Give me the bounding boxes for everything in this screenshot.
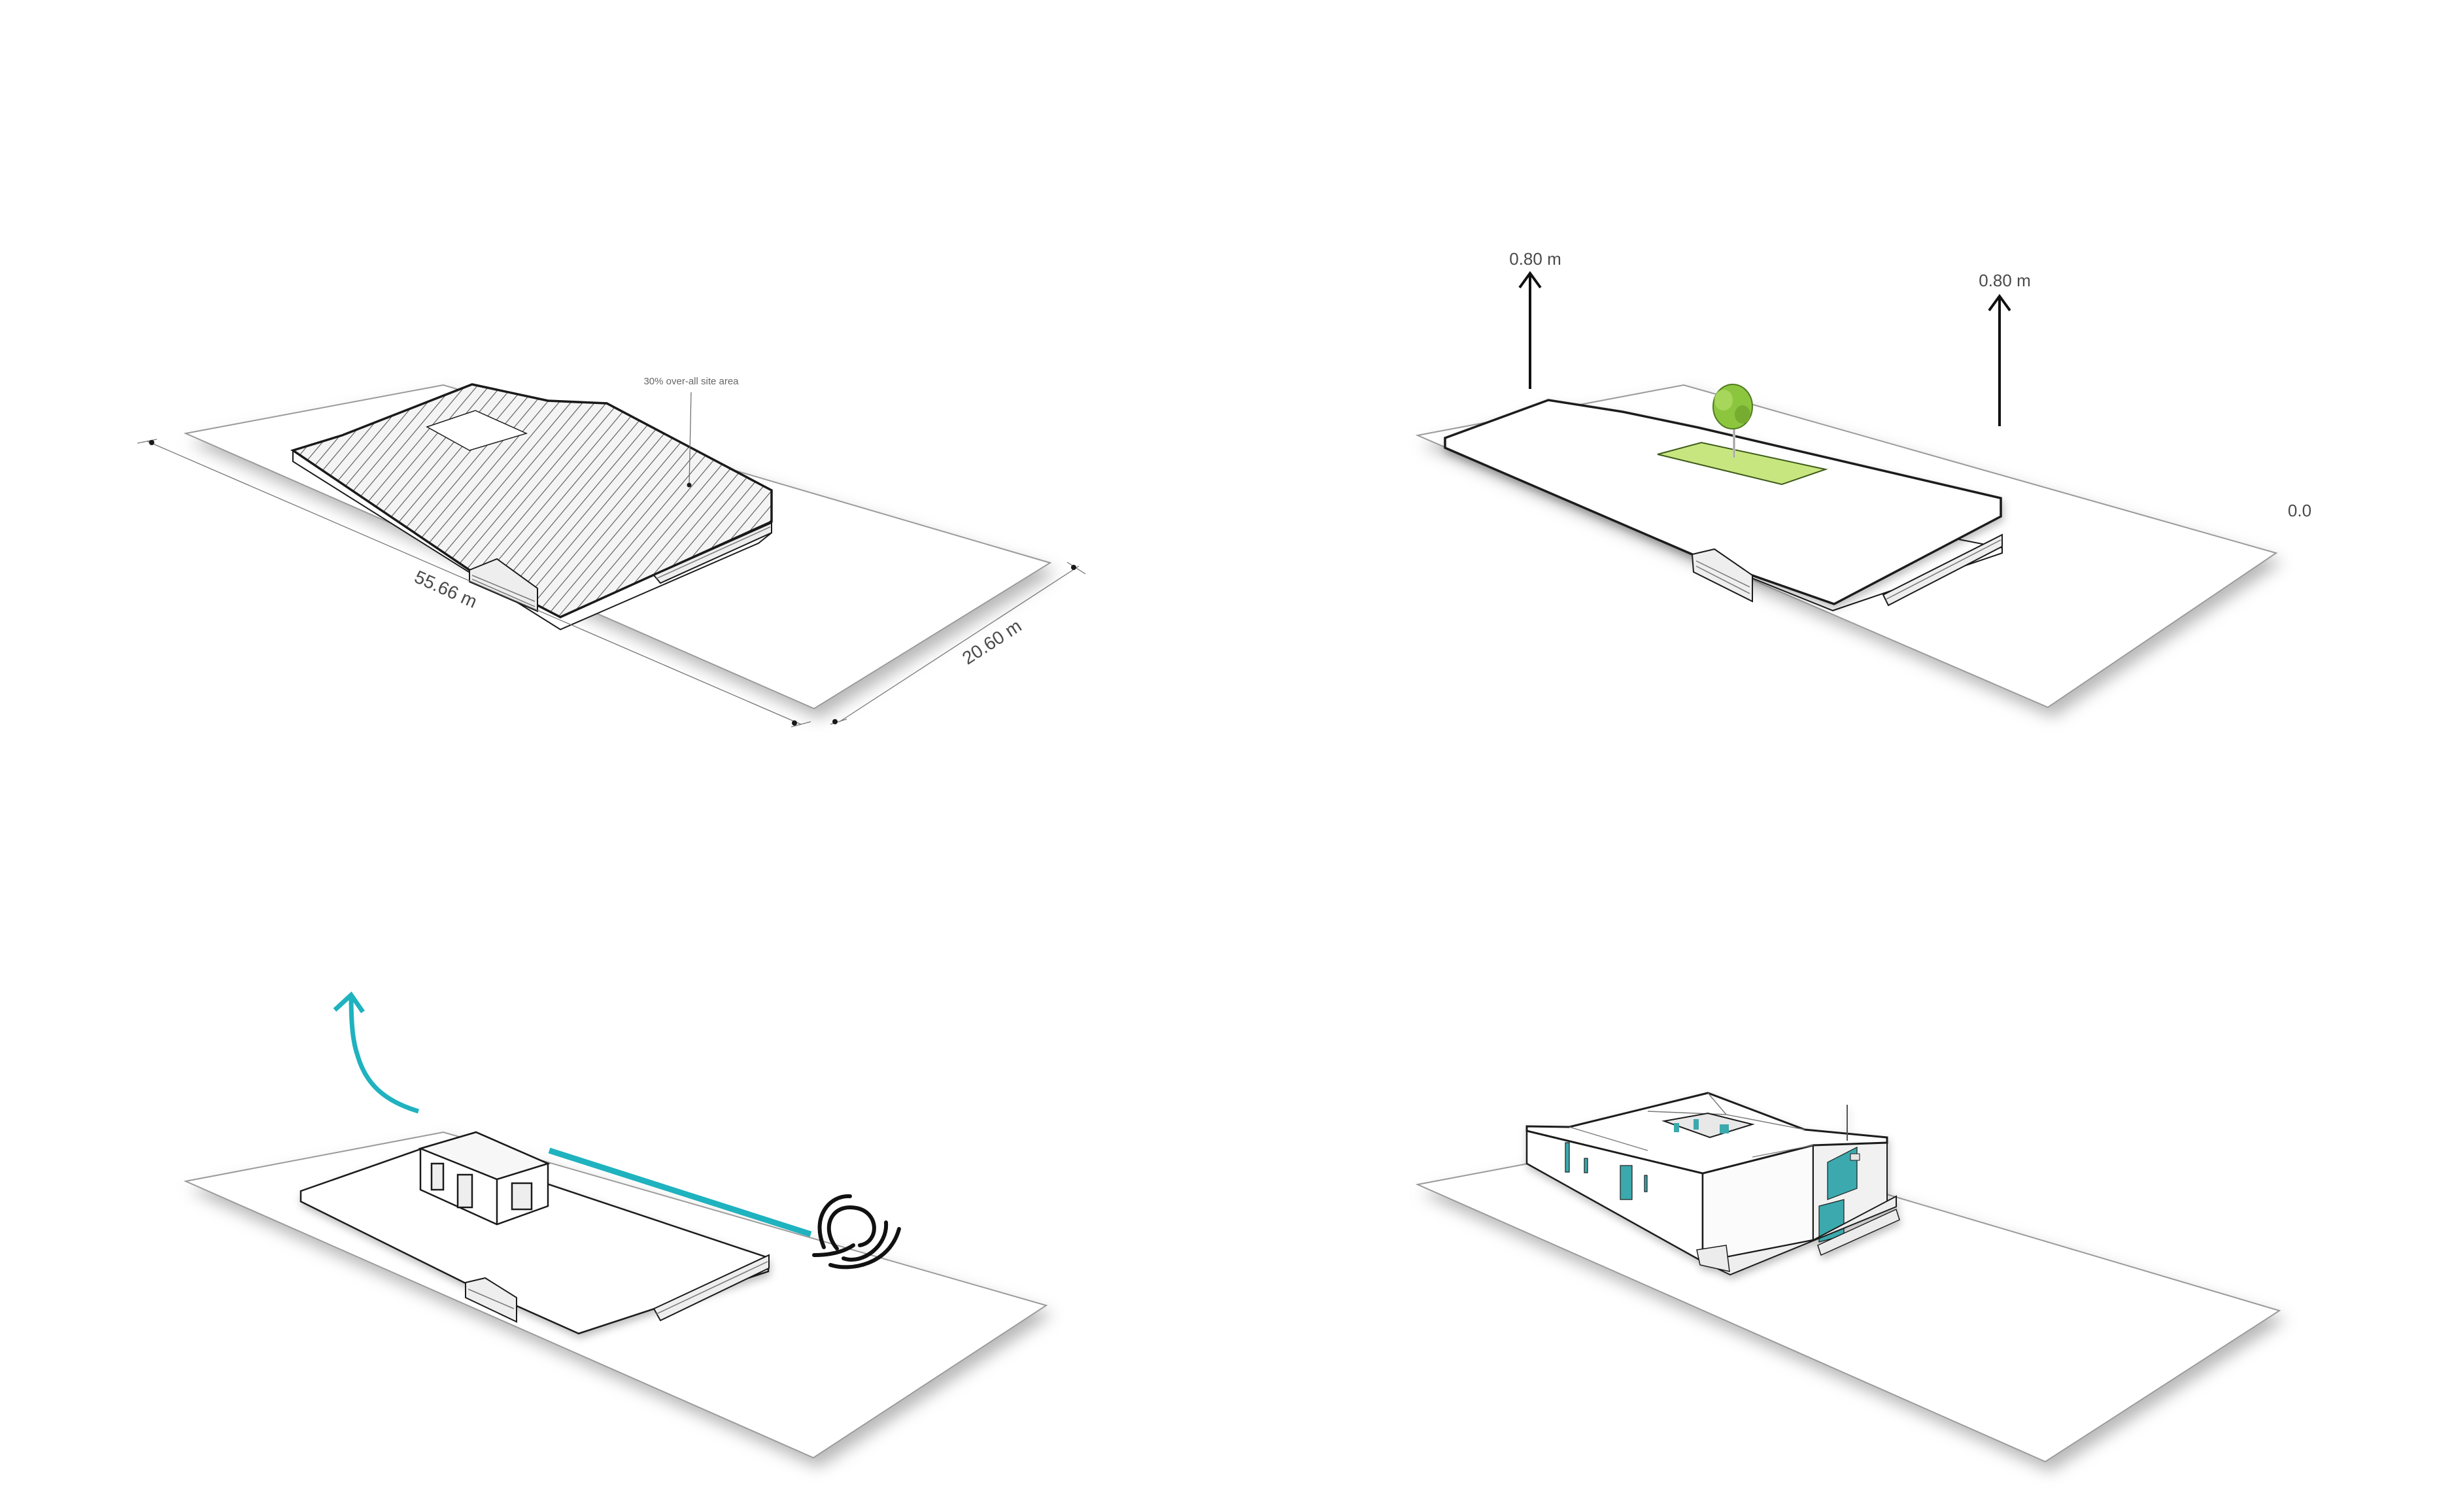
elevation-arrow-left xyxy=(1518,271,1542,389)
plinth xyxy=(1700,1195,1897,1276)
panel-raised-plinth: 0.80 m 0.80 m 0.0 xyxy=(1415,249,2311,709)
stack-exhaust-arrow xyxy=(333,991,420,1114)
wall-frame-massing xyxy=(418,1131,551,1226)
plinth-top xyxy=(1444,399,2002,605)
elevation-label-right: 0.80 m xyxy=(1979,271,2031,290)
site-area-annotation: 30% over-all site area xyxy=(643,376,739,387)
wall-vent xyxy=(1850,1153,1860,1161)
wind-swirl-icon xyxy=(812,1194,901,1269)
tree-icon xyxy=(1712,384,1753,458)
elevation-arrow-right xyxy=(1988,294,2011,426)
entrance-steps xyxy=(465,1254,770,1323)
courtyard-lawn xyxy=(1657,441,1828,486)
roof-courtyard-opening xyxy=(1661,1112,1755,1139)
elevation-label-left: 0.80 m xyxy=(1509,249,1561,269)
panel-wind-ventilation xyxy=(183,991,1048,1459)
width-dimension: 20.60 m xyxy=(959,615,1025,668)
panel-site-coverage: 30% over-all site area 55.66 m 20.60 m xyxy=(137,376,1086,728)
cross-ventilation-arrow xyxy=(548,1147,812,1237)
entrance-steps xyxy=(1691,533,2003,607)
entrance-steps xyxy=(1696,1208,1900,1272)
building-massing xyxy=(1525,1092,1900,1276)
entrance-steps xyxy=(469,522,772,613)
panel-final-massing xyxy=(1415,1092,2281,1463)
courtyard-void xyxy=(426,410,528,451)
ground-level-label: 0.0 xyxy=(2288,501,2311,520)
dimension-ticks xyxy=(149,440,1076,726)
annotation-leader xyxy=(689,392,692,486)
